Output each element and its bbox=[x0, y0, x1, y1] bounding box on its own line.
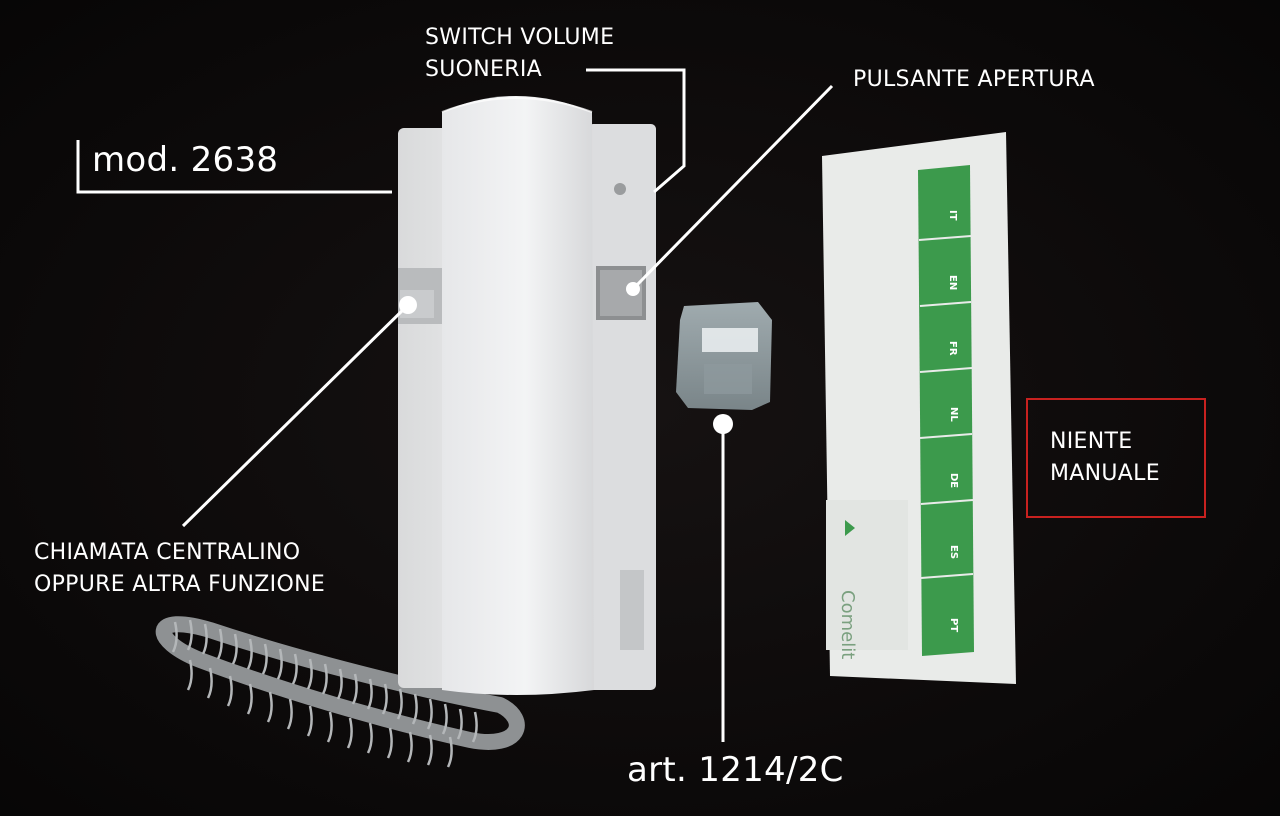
manual-leaflet: IT EN FR NL DE ES PT Comelit bbox=[822, 132, 1016, 684]
coiled-cord-rings bbox=[171, 619, 478, 768]
label-niente-line2: MANUALE bbox=[1050, 461, 1160, 486]
label-chiamata-line1: CHIAMATA CENTRALINO bbox=[34, 540, 301, 565]
handset bbox=[441, 96, 594, 695]
label-niente-manuale: NIENTE MANUALE bbox=[1050, 426, 1160, 490]
label-niente-line1: NIENTE bbox=[1050, 429, 1133, 454]
lang-code-es: ES bbox=[948, 545, 959, 559]
lang-code-it: IT bbox=[947, 210, 958, 221]
spare-part-bag bbox=[676, 302, 772, 410]
manual-brand-logo: Comelit bbox=[837, 590, 858, 659]
label-pulsante-apertura: PULSANTE APERTURA bbox=[853, 67, 1095, 92]
label-switch-volume-line2: SUONERIA bbox=[425, 57, 542, 82]
label-switch-volume-line1: SWITCH VOLUME bbox=[425, 25, 615, 50]
coiled-cord bbox=[155, 616, 525, 750]
lang-code-de: DE bbox=[948, 473, 959, 488]
label-model: mod. 2638 bbox=[92, 140, 279, 180]
niente-manuale-box bbox=[1026, 398, 1206, 518]
lang-code-en: EN bbox=[947, 275, 958, 290]
lang-code-fr: FR bbox=[947, 341, 958, 356]
label-chiamata: CHIAMATA CENTRALINO OPPURE ALTRA FUNZION… bbox=[34, 537, 325, 601]
lang-code-pt: PT bbox=[948, 618, 959, 632]
lang-code-nl: NL bbox=[948, 407, 959, 422]
annotation-dots bbox=[399, 282, 733, 434]
label-chiamata-line2: OPPURE ALTRA FUNZIONE bbox=[34, 572, 326, 597]
annotation-lines bbox=[76, 68, 834, 742]
label-article: art. 1214/2C bbox=[627, 750, 844, 790]
label-switch-volume: SWITCH VOLUME SUONERIA bbox=[425, 22, 614, 86]
